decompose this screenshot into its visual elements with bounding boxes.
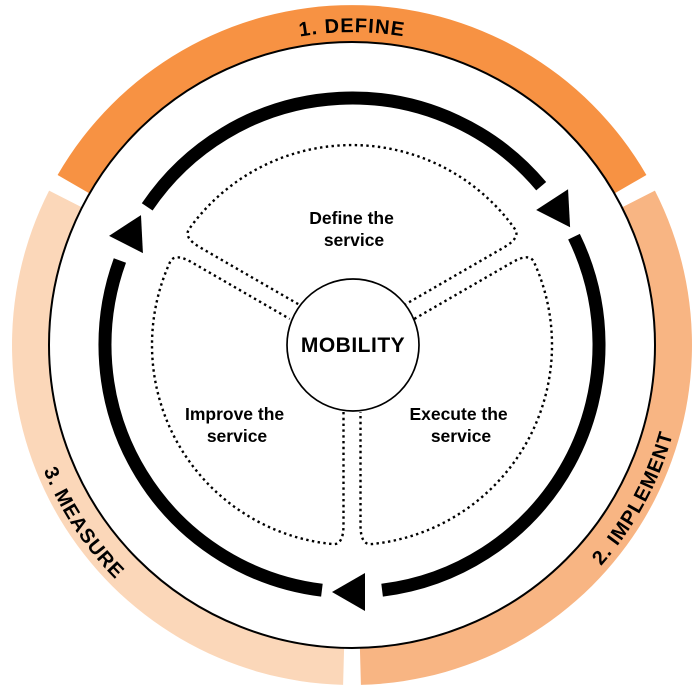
ring-segment-implement [359,190,692,685]
panel-label-execute: Execute the service [409,404,512,446]
cycle-arrow-arc-top [141,91,547,211]
arrowhead-icon [332,573,365,611]
panel-label-improve: Improve the service [185,404,289,446]
cycle-arrow-arc-right [381,233,606,597]
panel-label-define: Define the service [309,208,398,250]
ring-segment-define [57,5,647,194]
arrowhead-icon [536,189,571,228]
center-circle [286,278,420,412]
ring-segment-measure [12,190,345,685]
center-label-mobility: MOBILITY [301,334,405,357]
arrowhead-icon [109,215,143,254]
cycle-arrow-arc-left [98,258,323,597]
ring-label-define: 1. DEFINE [297,15,406,41]
